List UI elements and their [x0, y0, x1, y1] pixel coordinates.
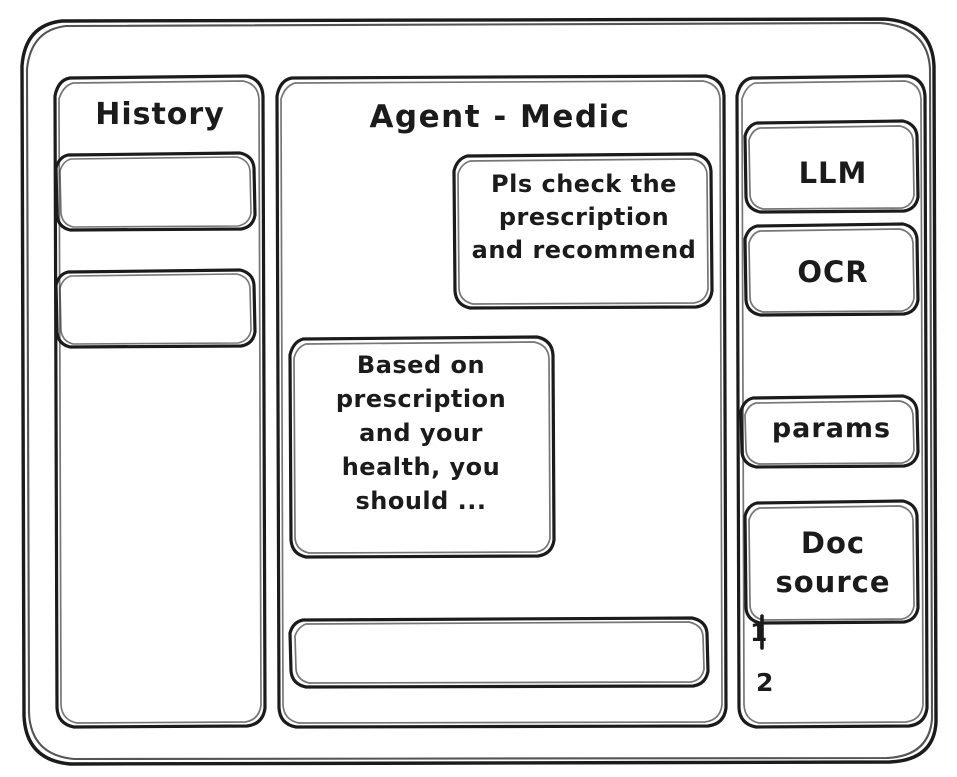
tool-doc-source-label: Doc source — [775, 526, 891, 600]
history-item-1[interactable] — [57, 154, 255, 231]
tool-llm-label: LLM — [798, 156, 868, 190]
tool-doc-source-button[interactable] — [745, 502, 918, 624]
tool-ocr-button[interactable] — [745, 225, 918, 316]
user-message-bubble — [454, 155, 712, 309]
agent-message-text: Based on prescription and your health, y… — [335, 351, 507, 516]
tool-llm-button[interactable] — [745, 122, 918, 213]
page-title: Agent - Medic — [369, 99, 631, 135]
tool-params-button[interactable] — [741, 397, 918, 468]
history-item-2[interactable] — [57, 271, 255, 348]
doc-source-item-2[interactable]: 2 — [756, 668, 774, 697]
doc-source-item-1[interactable]: 1 — [750, 618, 768, 647]
history-panel-title: History — [95, 97, 225, 132]
user-message-text: Pls check the prescription and recommend — [471, 170, 697, 265]
tool-ocr-label: OCR — [797, 255, 869, 289]
message-input[interactable] — [290, 619, 708, 688]
agent-message-bubble — [290, 338, 554, 558]
tool-params-label: params — [771, 413, 892, 444]
